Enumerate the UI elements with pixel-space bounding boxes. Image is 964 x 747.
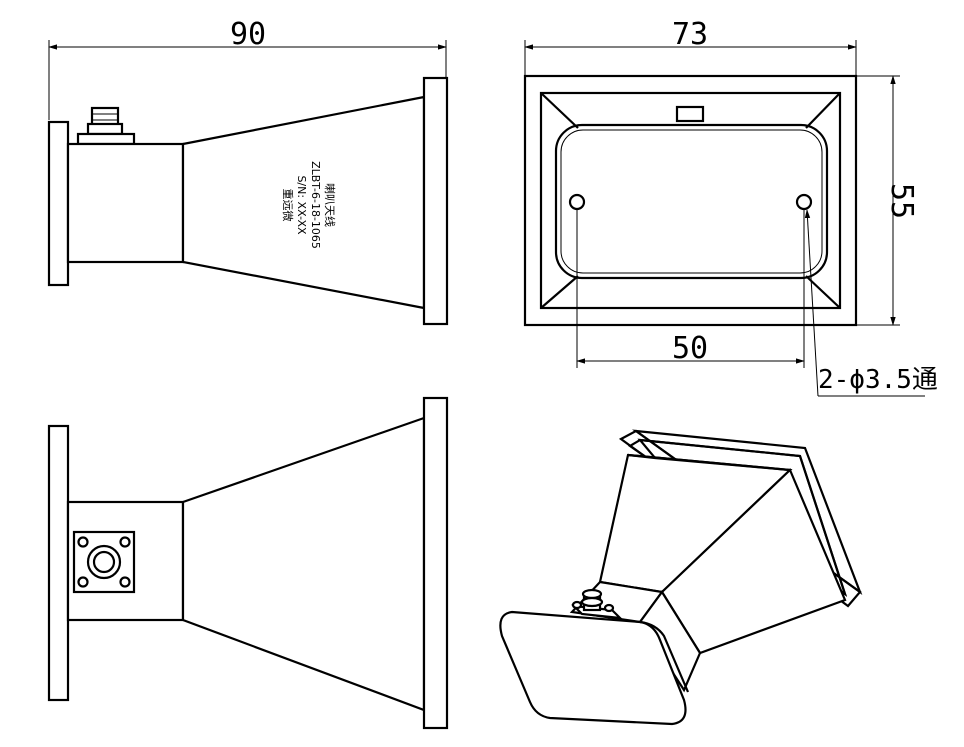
bottom-flange <box>47 424 70 702</box>
sma-connector <box>76 106 136 146</box>
iso-waveguide-side <box>638 590 702 693</box>
bottom-horn-taper <box>181 416 426 712</box>
front-view: 73 55 50 <box>523 17 938 397</box>
isometric-view <box>499 429 863 726</box>
dimension-front-height-label: 55 <box>884 183 919 219</box>
dimension-front-height: 55 <box>856 75 919 326</box>
mount-hole-left <box>568 193 586 211</box>
bottom-view <box>47 396 449 730</box>
dimension-hole-spacing-label: 50 <box>672 331 708 366</box>
iso-end-flange <box>499 610 687 726</box>
nameplate-line4: 重远微 <box>281 189 295 222</box>
nameplate-line2: ZLBT-6-18-1065 <box>309 161 322 249</box>
front-connector <box>675 105 705 123</box>
hole-callout-label: 2-ϕ3.5通 <box>818 365 938 395</box>
iso-connector <box>571 588 623 620</box>
nameplate-line1: 喇叭天线 <box>323 183 337 227</box>
dimension-front-width: 73 <box>524 17 857 76</box>
front-throat <box>554 123 829 280</box>
dimension-side-width-label: 90 <box>230 17 266 52</box>
nameplate-line3: S/N: XX-XX <box>295 175 308 235</box>
hole-callout: 2-ϕ3.5通 <box>804 209 938 397</box>
dimension-side-width: 90 <box>48 17 447 120</box>
waveguide-body <box>66 142 185 264</box>
bottom-aperture-flange <box>422 396 449 730</box>
dimension-hole-spacing: 50 <box>576 210 805 368</box>
front-aperture <box>539 91 842 310</box>
connector-flange <box>72 530 136 594</box>
side-view: 90 喇叭天线 ZLBT-6-18-1065 S/N: XX-XX 重远微 <box>47 17 449 326</box>
aperture-flange <box>422 76 449 326</box>
waveguide-flange <box>47 120 70 287</box>
nameplate: 喇叭天线 ZLBT-6-18-1065 S/N: XX-XX 重远微 <box>281 161 337 249</box>
mount-hole-right <box>795 193 813 211</box>
dimension-front-width-label: 73 <box>672 17 708 52</box>
